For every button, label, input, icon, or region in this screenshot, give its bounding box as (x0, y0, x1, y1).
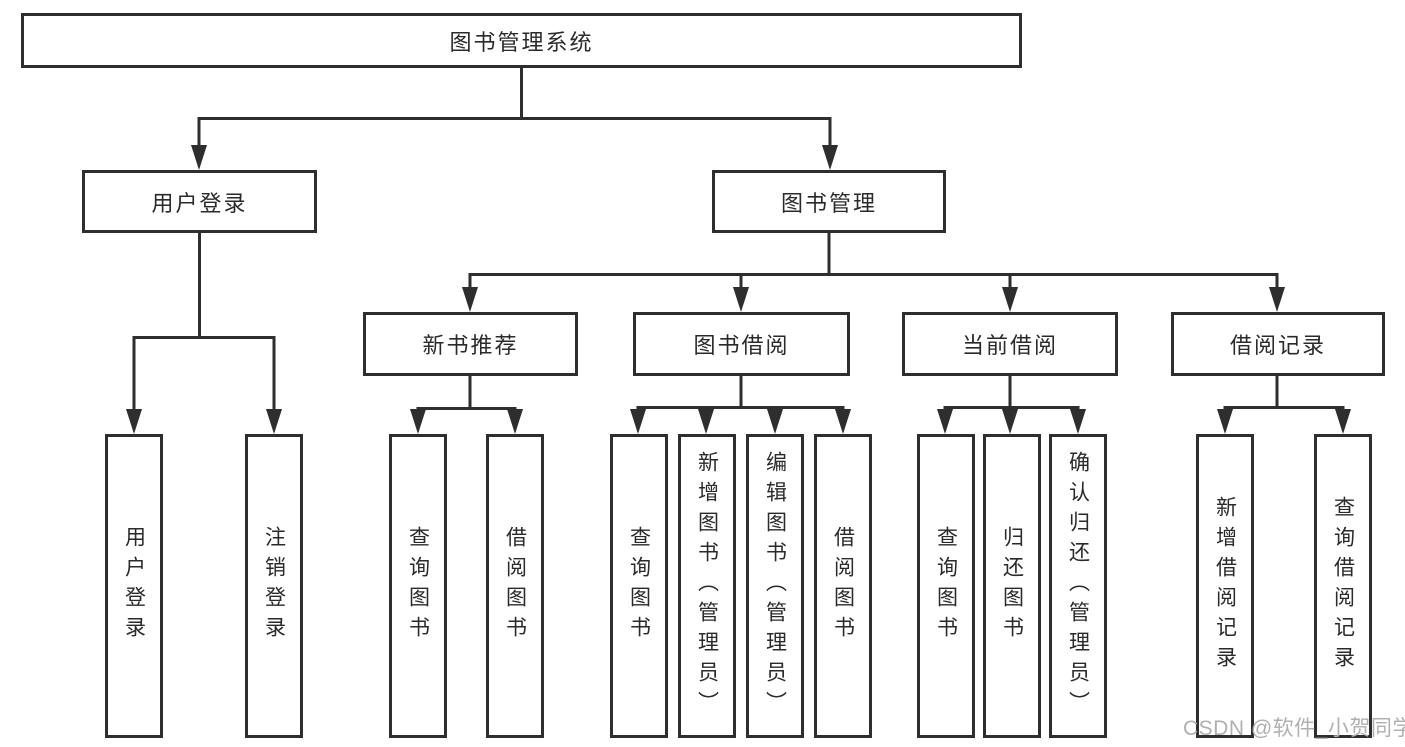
node-label: 确认归还（管理员） (1066, 451, 1090, 721)
node-book-management: 图书管理 (712, 170, 946, 233)
node-label: 借阅图书 (503, 526, 527, 646)
leaf-edit-book-admin: 编辑图书（管理员） (746, 434, 804, 738)
book-management-connector (462, 231, 1285, 312)
user-login-connector (126, 231, 282, 434)
node-label: 用户登录 (122, 526, 146, 646)
node-label: 用户登录 (151, 190, 248, 216)
node-label: 新书推荐 (422, 333, 519, 358)
node-label: 借阅图书 (831, 526, 855, 646)
leaf-add-book-admin: 新增图书（管理员） (678, 434, 736, 738)
leaf-user-login: 用户登录 (105, 434, 163, 738)
borrow-record-connector (1217, 375, 1351, 434)
leaf-borrow-book-recommend: 借阅图书 (486, 434, 544, 738)
node-borrow-record: 借阅记录 (1171, 312, 1385, 376)
leaf-logout: 注销登录 (245, 434, 303, 738)
book-borrow-connector (630, 375, 851, 434)
leaf-search-book-recommend: 查询图书 (389, 434, 447, 738)
node-label: 当前借阅 (961, 333, 1058, 358)
current-borrow-connector (937, 375, 1086, 434)
node-root-system: 图书管理系统 (21, 13, 1022, 68)
node-label: 查询图书 (934, 526, 958, 646)
new-book-connector (410, 375, 523, 434)
leaf-search-book-current: 查询图书 (917, 434, 975, 738)
leaf-confirm-return-admin: 确认归还（管理员） (1049, 434, 1107, 738)
node-book-borrow: 图书借阅 (633, 312, 850, 376)
node-label: 编辑图书（管理员） (763, 451, 787, 721)
csdn-watermark: CSDN @软件_小贺同学 (1183, 717, 1405, 740)
node-label: 借阅记录 (1229, 333, 1326, 358)
node-label: 注销登录 (262, 526, 286, 646)
node-label: 新增图书（管理员） (695, 451, 719, 721)
root-connector (191, 66, 838, 170)
node-label: 查询借阅记录 (1331, 496, 1355, 676)
node-new-book-recommend: 新书推荐 (363, 312, 578, 376)
leaf-borrow-book: 借阅图书 (814, 434, 872, 738)
node-user-login: 用户登录 (82, 170, 317, 233)
node-label: 查询图书 (627, 526, 651, 646)
node-label: 查询图书 (406, 526, 430, 646)
leaf-search-borrow-record: 查询借阅记录 (1314, 434, 1372, 738)
node-label: 图书管理系统 (449, 29, 594, 55)
node-current-borrow: 当前借阅 (902, 312, 1118, 376)
node-label: 归还图书 (1000, 526, 1024, 646)
leaf-search-book-borrow: 查询图书 (610, 434, 668, 738)
node-label: 图书借阅 (693, 333, 790, 358)
leaf-add-borrow-record: 新增借阅记录 (1196, 434, 1254, 738)
leaf-return-book: 归还图书 (983, 434, 1041, 738)
node-label: 新增借阅记录 (1213, 496, 1237, 676)
node-label: 图书管理 (780, 190, 877, 216)
